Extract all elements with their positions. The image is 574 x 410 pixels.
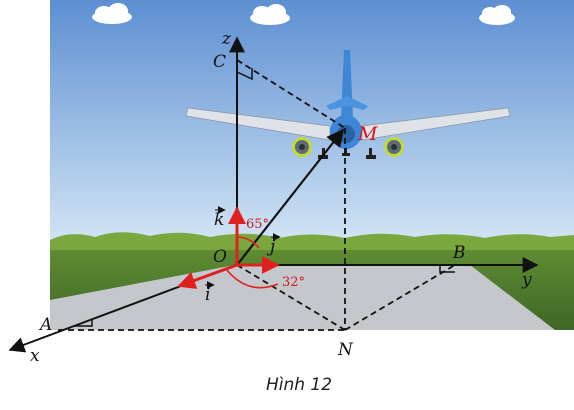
aircraft-left-engine	[292, 137, 312, 157]
runway	[50, 265, 555, 330]
right-angle-b	[439, 265, 455, 273]
line-c-m	[236, 59, 346, 129]
tree-line	[50, 232, 574, 252]
cloud-middle	[250, 4, 290, 25]
label-n: N	[337, 340, 354, 360]
line-o-n	[236, 264, 346, 331]
label-vector-i: i	[205, 285, 210, 305]
right-angle-a	[75, 320, 93, 327]
aircraft-tail-wings	[326, 96, 368, 110]
labels: z C M O y x A B N k j i 65° 32° Hình 12	[30, 29, 532, 395]
label-m: M	[357, 123, 378, 145]
label-y: y	[521, 270, 532, 290]
label-x: x	[30, 346, 40, 366]
label-b: B	[452, 243, 466, 263]
aircraft-right-engine	[384, 137, 404, 157]
unit-vectors	[177, 206, 280, 289]
label-vector-k: k	[214, 210, 224, 230]
figure-caption: Hình 12	[266, 375, 332, 395]
construction-lines	[58, 59, 456, 331]
right-angle-c	[236, 68, 253, 81]
cloud-right	[479, 5, 515, 25]
angle-label-32: 32°	[282, 275, 305, 290]
label-c: C	[213, 52, 226, 72]
aircraft-right-wing	[361, 107, 511, 141]
label-o: O	[213, 247, 227, 267]
label-a: A	[38, 315, 52, 335]
vector-i-arrow	[177, 263, 238, 289]
angle-arc-65	[236, 236, 260, 249]
angle-label-65: 65°	[246, 217, 269, 232]
label-z: z	[221, 29, 232, 49]
angle-arc-32	[225, 268, 279, 289]
label-vector-j: j	[266, 237, 276, 257]
cloud-left	[92, 3, 132, 24]
line-n-b	[344, 264, 456, 331]
scene-background	[50, 0, 574, 330]
